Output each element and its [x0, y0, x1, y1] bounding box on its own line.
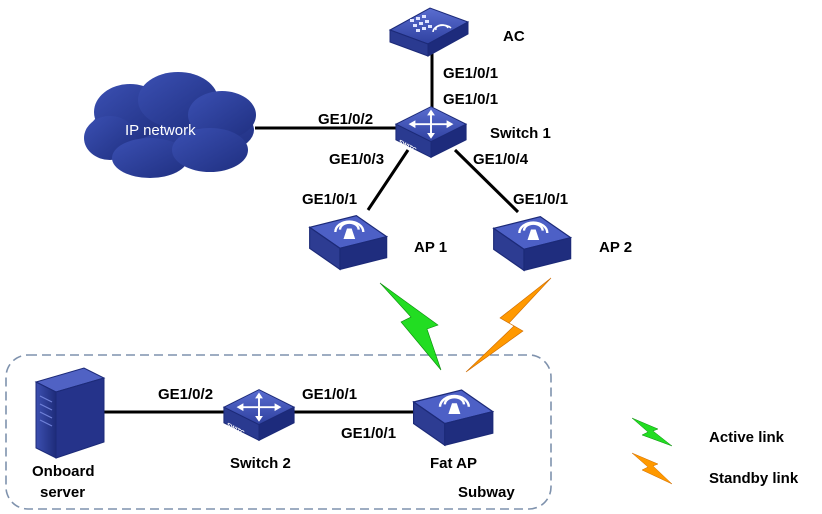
legend: Active link Standby link [631, 417, 799, 487]
switch1-port-ap1: GE1/0/3 [329, 151, 384, 168]
ip-network-cloud-icon [84, 72, 256, 178]
switch1-port-ip: GE1/0/2 [318, 111, 373, 128]
link-switch1-ap1 [366, 149, 410, 211]
ip-network-label: IP network [125, 122, 196, 139]
subway-label: Subway [458, 484, 515, 501]
links [100, 48, 520, 414]
fat-ap-label: Fat AP [430, 455, 477, 472]
ac-device-icon [388, 7, 470, 57]
fat-ap-port-label: GE1/0/1 [341, 425, 396, 442]
switch1-port-ac: GE1/0/1 [443, 91, 498, 108]
ap1-icon [308, 214, 388, 271]
switch1-port-ap2: GE1/0/4 [473, 151, 529, 168]
onboard-server-label-line2: server [40, 484, 85, 501]
ac-port-label: GE1/0/1 [443, 65, 498, 82]
switch2-label: Switch 2 [230, 455, 291, 472]
link-switch1-ap2 [453, 148, 520, 214]
onboard-server-icon [34, 367, 106, 459]
ac-label: AC [503, 28, 525, 45]
switch1-label: Switch 1 [490, 125, 551, 142]
fat-ap-icon [412, 388, 495, 447]
ap2-port-label: GE1/0/1 [513, 191, 568, 208]
legend-standby-label: Standby link [709, 470, 799, 487]
standby-wireless-link [465, 277, 552, 373]
ap1-port-label: GE1/0/1 [302, 191, 357, 208]
onboard-server-label-line1: Onboard [32, 463, 95, 480]
ap2-label: AP 2 [599, 239, 632, 256]
legend-active-icon [631, 417, 673, 447]
legend-standby-icon [631, 452, 673, 485]
active-wireless-link [379, 282, 442, 371]
switch2-port-server: GE1/0/2 [158, 386, 213, 403]
legend-active-label: Active link [709, 429, 785, 446]
switch2-port-fatap: GE1/0/1 [302, 386, 357, 403]
ap2-icon [492, 215, 572, 272]
ap1-label: AP 1 [414, 239, 447, 256]
subway-group-box [5, 354, 552, 510]
